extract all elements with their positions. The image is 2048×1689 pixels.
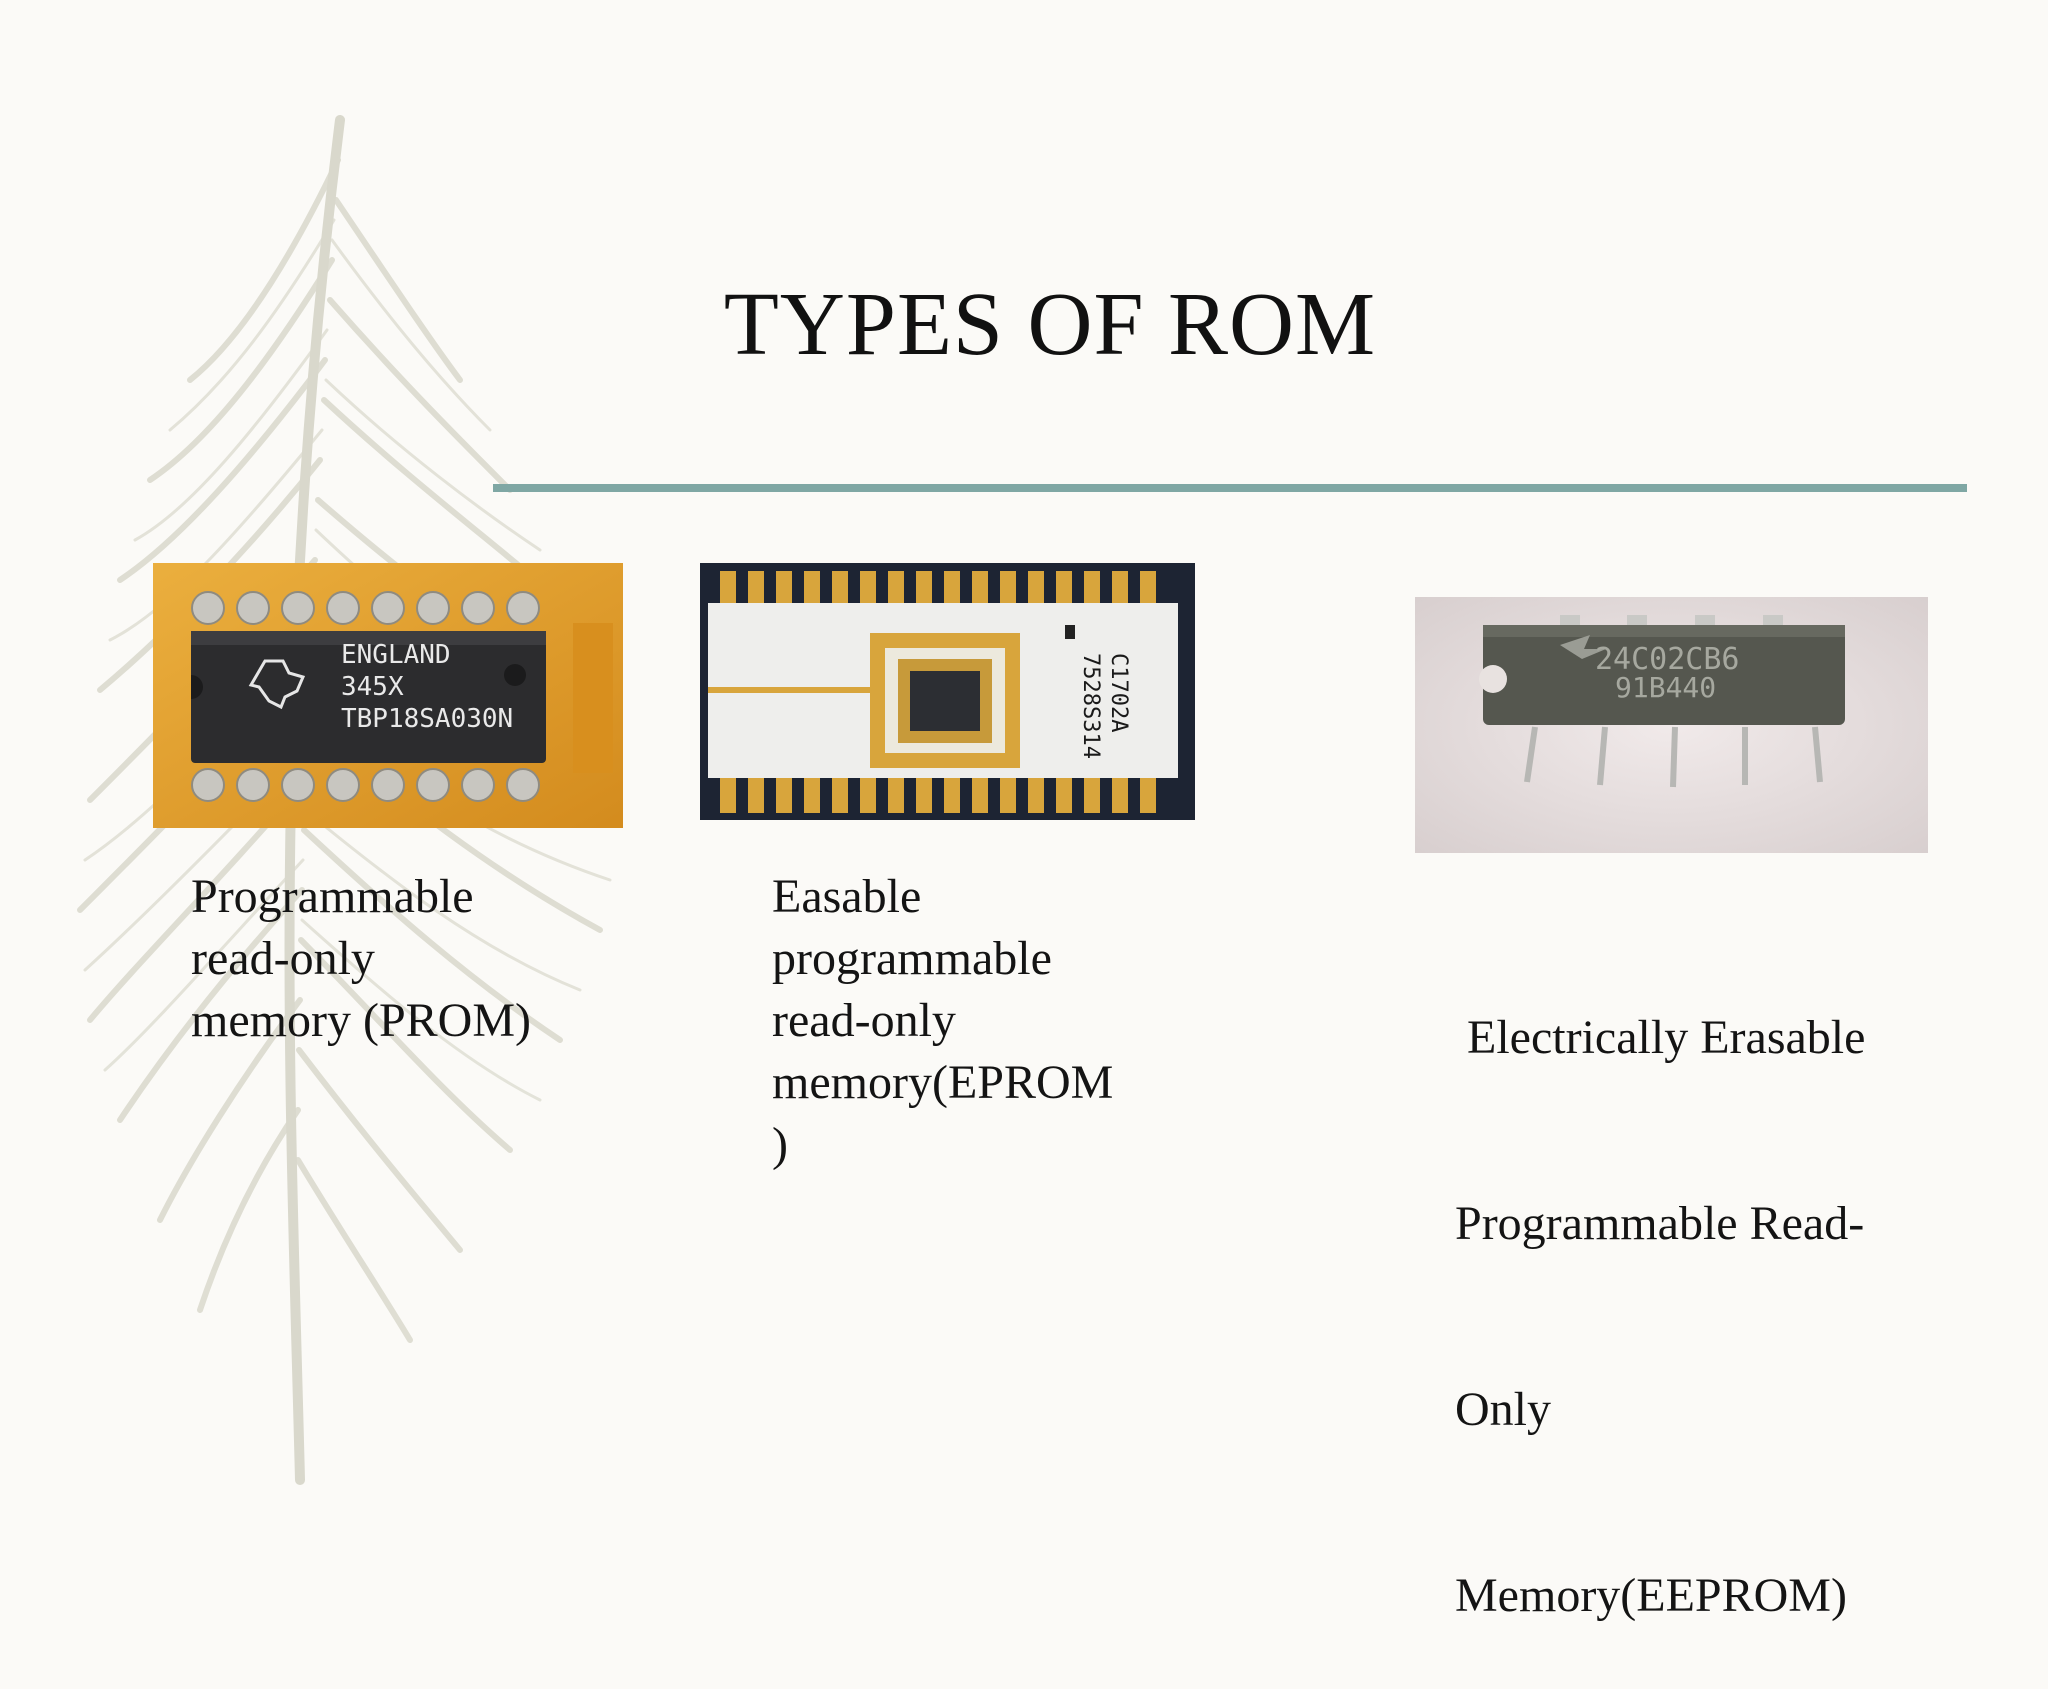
caption-line: Easable [772,870,922,923]
caption-line: Electrically Erasable [1455,1011,1866,1064]
prom-marking-2: 345X [341,672,404,702]
caption-line: programmable [772,932,1052,985]
eprom-marking-2: 7528S314 [1078,653,1103,759]
title-divider [493,484,1967,492]
caption-line: Programmable [191,870,474,923]
prom-chip-image: ENGLAND 345X TBP18SA030N [153,563,623,828]
caption-line: read-only [772,994,956,1047]
prom-marking-3: TBP18SA030N [341,704,513,734]
eeprom-marking-1: 24C02CB6 [1595,642,1740,677]
eeprom-marking-2: 91B440 [1615,671,1716,704]
prom-caption: Programmable read-only memory (PROM) [191,866,531,1052]
caption-line: ) [772,1118,788,1171]
eeprom-caption: Electrically Erasable Programmable Read-… [1455,883,1865,1689]
prom-marking-1: ENGLAND [341,640,451,670]
eprom-chip-image: C1702A 7528S314 [700,563,1195,820]
caption-line: Programmable Read- [1455,1197,1865,1250]
slide-title: TYPES OF ROM [723,275,1377,374]
eprom-caption: Easable programmable read-only memory(EP… [772,866,1113,1176]
caption-line: Only [1455,1383,1551,1436]
eeprom-chip-image: 24C02CB6 91B440 [1415,597,1928,853]
caption-line: read-only [191,932,375,985]
eprom-marking-1: C1702A [1106,653,1131,732]
caption-line: memory(EPROM [772,1056,1114,1109]
caption-line: Memory(EEPROM) [1455,1569,1847,1622]
caption-line: memory (PROM) [191,994,531,1047]
